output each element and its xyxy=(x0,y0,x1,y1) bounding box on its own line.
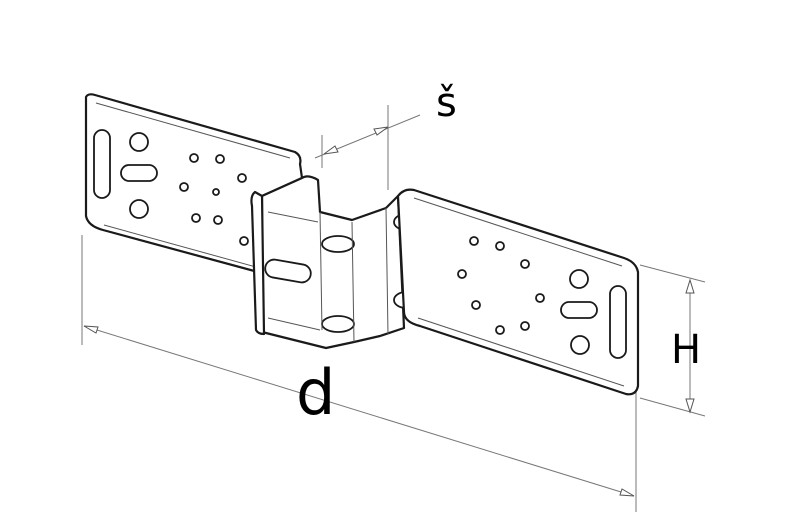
left-flange xyxy=(84,93,304,274)
right-flange xyxy=(396,188,640,396)
height-label: H xyxy=(671,327,701,373)
thickness-label: š xyxy=(436,80,457,126)
stiffening-rib xyxy=(321,315,355,333)
slot-hole xyxy=(560,301,598,319)
middle-web xyxy=(250,175,419,350)
mounting-hole xyxy=(129,132,149,152)
mounting-hole xyxy=(129,199,149,219)
nail-holes xyxy=(179,153,249,246)
nail-holes xyxy=(457,236,545,335)
length-label: d xyxy=(296,356,335,429)
slot-hole xyxy=(264,258,312,284)
slot-hole xyxy=(120,164,158,182)
dimension-lines xyxy=(81,105,706,512)
mounting-hole xyxy=(569,269,589,289)
slot-hole xyxy=(609,285,627,359)
mounting-hole xyxy=(570,335,590,355)
slot-hole xyxy=(93,129,111,199)
stiffening-rib xyxy=(321,235,355,253)
